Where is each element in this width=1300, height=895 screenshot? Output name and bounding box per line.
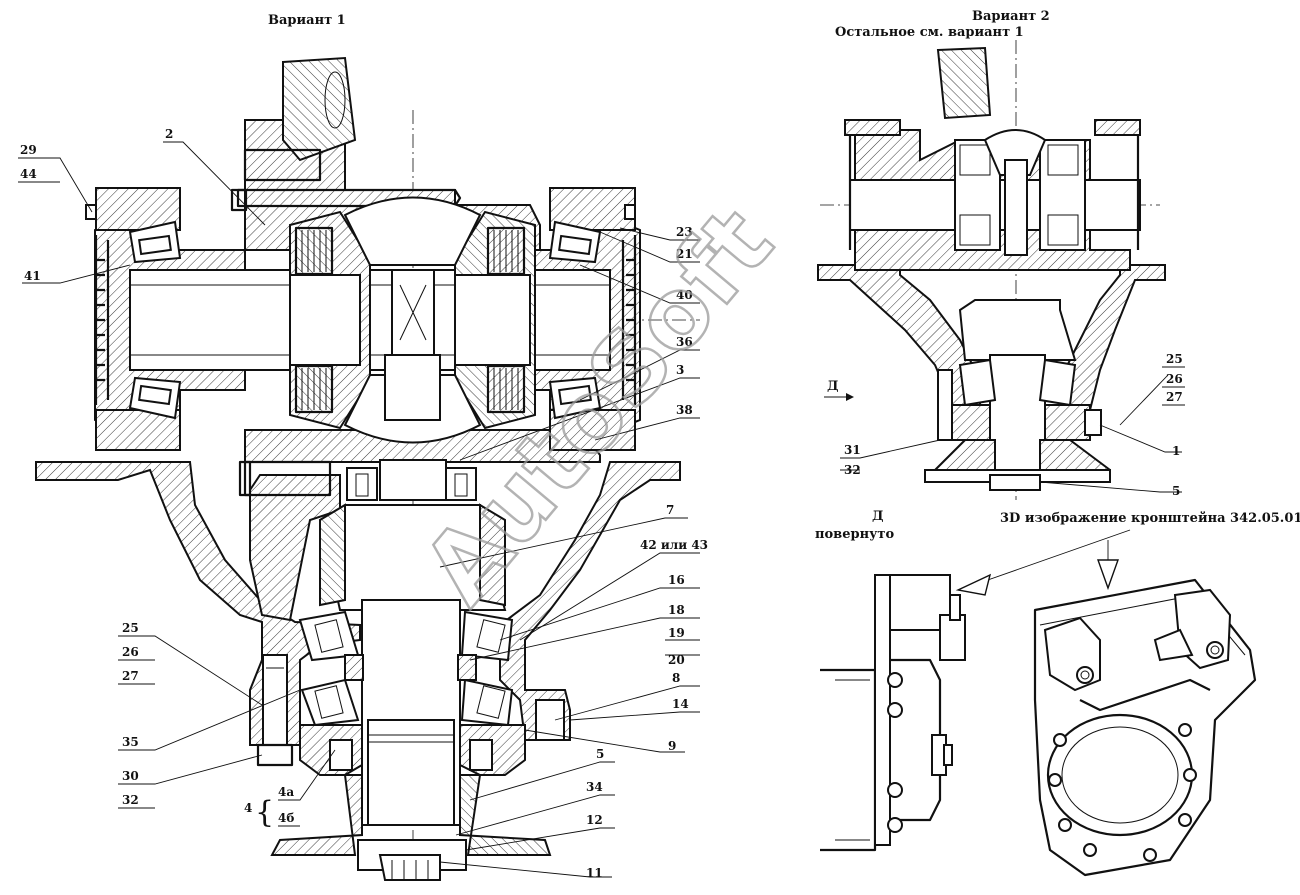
caption-variant1: Вариант 1 (268, 13, 346, 28)
bracket-3d (1033, 578, 1257, 877)
variant2-section (817, 40, 1166, 500)
callout-3: 3 (676, 363, 684, 377)
callout-12: 12 (586, 813, 603, 827)
caption-bracket-3d: 3D изображение кронштейна 342.05.01.660 (1000, 511, 1300, 526)
callout-4b: 4б (278, 811, 294, 825)
callout-20: 20 (668, 653, 685, 667)
caption-view-d: Д (872, 509, 884, 524)
callout-34: 34 (586, 780, 603, 794)
callout-19: 19 (668, 626, 685, 640)
callout-42-or-43: 42 или 43 (640, 538, 708, 552)
callouts-variant2: 25 26 27 1 31 32 5 (844, 352, 1183, 498)
callout-27: 27 (122, 669, 139, 683)
callout-8: 8 (672, 671, 680, 685)
callout-9: 9 (668, 739, 676, 753)
caption-variant2: Вариант 2 (972, 9, 1050, 24)
v2-callout-32: 32 (844, 463, 861, 477)
callout-44: 44 (20, 167, 37, 181)
caption-view-d-arrow: Д (827, 379, 839, 394)
callout-4-brace: { (255, 795, 274, 830)
v2-callout-5: 5 (1172, 484, 1180, 498)
callout-41: 41 (24, 269, 41, 283)
v2-callout-25: 25 (1166, 352, 1183, 366)
callout-23: 23 (676, 225, 693, 239)
callout-40: 40 (676, 288, 693, 302)
callout-36: 36 (676, 335, 693, 349)
caption-variant2-note: Остальное см. вариант 1 (835, 25, 1024, 40)
callout-11: 11 (586, 866, 603, 880)
callout-30: 30 (122, 769, 139, 783)
callout-5: 5 (596, 747, 604, 761)
callout-26: 26 (122, 645, 139, 659)
callout-4: 4 (244, 801, 252, 815)
leader-lines-variant2 (840, 366, 1185, 493)
callout-32: 32 (122, 793, 139, 807)
view-arrows (824, 393, 1131, 596)
callout-21: 21 (676, 247, 693, 261)
leader-lines-variant1 (18, 141, 700, 878)
callout-18: 18 (668, 603, 685, 617)
callouts-variant1: 29 44 41 2 23 21 40 36 3 38 7 42 или 43 … (20, 127, 708, 880)
v2-callout-27: 27 (1166, 390, 1183, 404)
callout-14: 14 (672, 697, 689, 711)
callout-35: 35 (122, 735, 139, 749)
callout-4a: 4а (278, 785, 294, 799)
callout-16: 16 (668, 573, 685, 587)
caption-view-d-rotated: повернуто (815, 527, 894, 542)
callout-2: 2 (165, 127, 173, 141)
callout-29: 29 (20, 143, 37, 157)
callout-7: 7 (666, 503, 674, 517)
callout-38: 38 (676, 403, 693, 417)
v2-callout-31: 31 (844, 443, 861, 457)
v2-callout-1: 1 (1172, 444, 1180, 458)
callout-25: 25 (122, 621, 139, 635)
view-d-rotated (820, 574, 966, 852)
variant1-section (35, 56, 700, 881)
v2-callout-26: 26 (1166, 372, 1183, 386)
